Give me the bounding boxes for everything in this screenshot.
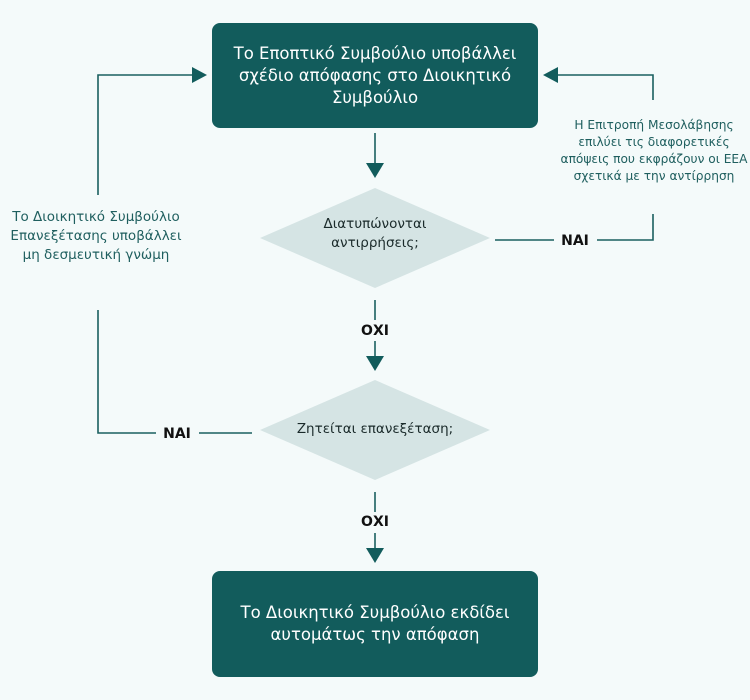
branch-label-objections-no: ΟΧΙ [355, 323, 395, 339]
decision-diamond-review [260, 380, 490, 480]
decision-objections-text: Διατυπώνονται αντιρρήσεις; [323, 216, 427, 251]
connector-review-board-to-start [97, 74, 192, 195]
note-review-board: Το Διοικητικό Συμβούλιο Επανεξέτασης υπο… [10, 209, 182, 263]
connector-yes-to-review-board [97, 310, 156, 434]
branch-label-review-no: ΟΧΙ [355, 514, 395, 530]
decision-review-label: Ζητείται επανεξέταση; [280, 405, 470, 453]
decision-diamond-objections [260, 188, 490, 288]
note-mediation-committee: Η Επιτροπή Μεσολάβησης επιλύει τις διαφο… [560, 118, 748, 183]
connector-yes-to-mediation [597, 214, 654, 241]
process-box-end-label: Το Διοικητικό Συμβούλιο εκδίδει αυτομάτω… [240, 603, 510, 644]
process-box-start-label: Το Εποπτικό Συμβούλιο υποβάλλει σχέδιο α… [233, 43, 517, 107]
arrowhead-down-icon [366, 163, 384, 178]
process-box-end: Το Διοικητικό Συμβούλιο εκδίδει αυτομάτω… [212, 571, 538, 677]
arrowhead-down-icon [366, 356, 384, 371]
branch-label-review-yes: ΝΑΙ [156, 426, 198, 442]
arrowhead-left-icon [543, 67, 558, 83]
arrowhead-down-icon [366, 548, 384, 563]
arrowhead-right-icon [192, 67, 207, 83]
decision-review-text: Ζητείται επανεξέταση; [296, 420, 454, 437]
process-box-start: Το Εποπτικό Συμβούλιο υποβάλλει σχέδιο α… [212, 23, 538, 128]
connector-mediation-to-start [558, 74, 654, 100]
branch-label-objections-yes: ΝΑΙ [554, 233, 596, 249]
decision-objections-label: Διατυπώνονται αντιρρήσεις; [280, 210, 470, 258]
